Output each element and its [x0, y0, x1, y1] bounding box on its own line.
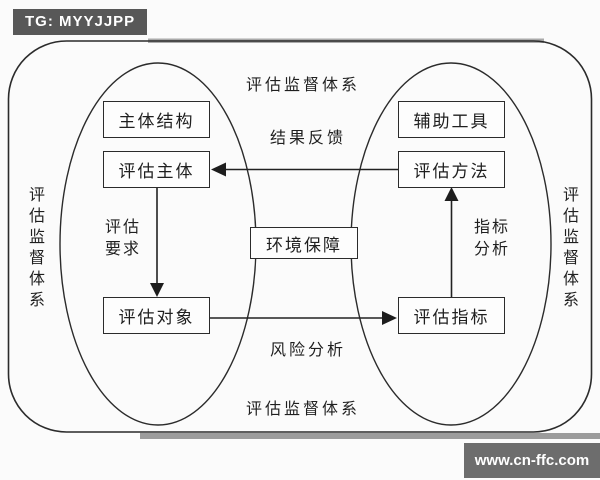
result-feedback-label: 结果反馈: [269, 130, 346, 147]
subject-structure-box: 主体结构: [103, 101, 210, 138]
indicator-analysis-line2: 分析: [473, 241, 510, 258]
supervision-system-label-top: 评估监督体系: [245, 77, 360, 94]
evaluation-requirement-line1: 评估: [104, 219, 141, 236]
supervision-system-label-left: 评估监督体系: [26, 186, 43, 312]
evaluation-subject-box: 评估主体: [103, 151, 210, 188]
evaluation-indicator-box: 评估指标: [398, 297, 505, 334]
watermark: www.cn-ffc.com: [464, 443, 600, 478]
environment-support-box: 环境保障: [250, 227, 358, 259]
arrow-result-feedback: [211, 162, 398, 177]
arrow-indicator-analysis: [444, 187, 459, 297]
risk-analysis-label: 风险分析: [269, 342, 346, 359]
supervision-system-boundary: [7, 40, 593, 433]
arrow-risk-analysis: [210, 311, 397, 325]
evaluation-method-box: 评估方法: [398, 151, 505, 188]
evaluation-requirement-label: 评估 要求: [100, 217, 146, 261]
supervision-system-label-right: 评估监督体系: [560, 186, 577, 312]
tg-badge: TG: MYYJJPP: [13, 9, 148, 35]
auxiliary-tools-box: 辅助工具: [398, 101, 505, 138]
indicator-analysis-label: 指标 分析: [469, 217, 515, 261]
evaluation-requirement-line2: 要求: [104, 241, 141, 258]
indicator-analysis-line1: 指标: [473, 219, 510, 236]
arrow-evaluation-requirement: [150, 188, 164, 297]
supervision-system-label-bottom: 评估监督体系: [245, 401, 360, 418]
bottom-gray-band: [140, 433, 600, 439]
evaluation-object-box: 评估对象: [103, 297, 210, 334]
